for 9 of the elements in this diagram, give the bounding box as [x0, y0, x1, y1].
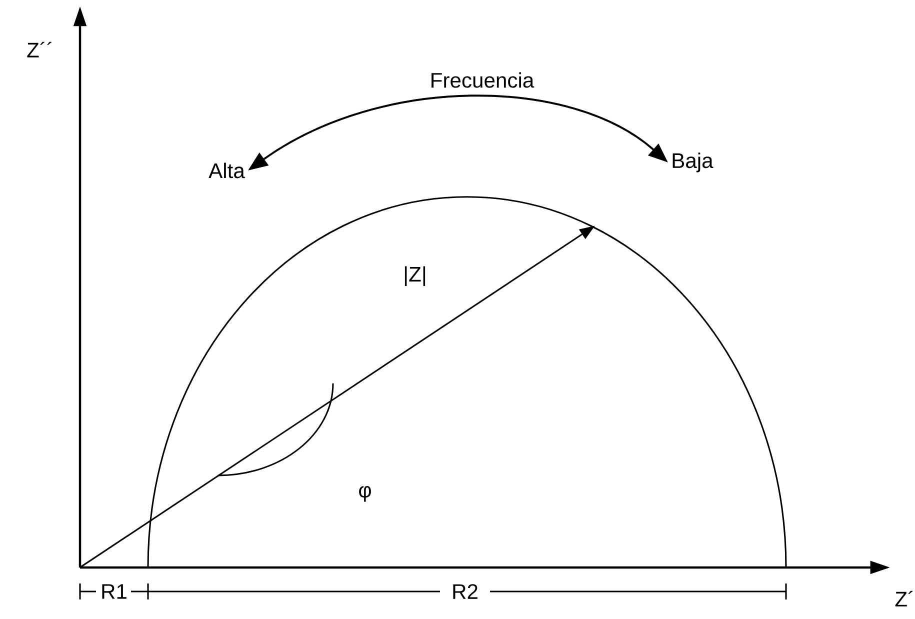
- angle-label: φ: [359, 486, 371, 502]
- dimension-label: R2: [453, 584, 478, 599]
- node-label: Baja: [672, 152, 714, 172]
- node-label: Alta: [208, 162, 245, 178]
- vector-label: |Z|: [404, 266, 426, 286]
- edge-label: Frecuencia: [428, 70, 536, 89]
- axis-label: Z´´: [27, 42, 52, 58]
- axis-label: Z´: [895, 590, 913, 606]
- dimension-label: R1: [102, 584, 126, 598]
